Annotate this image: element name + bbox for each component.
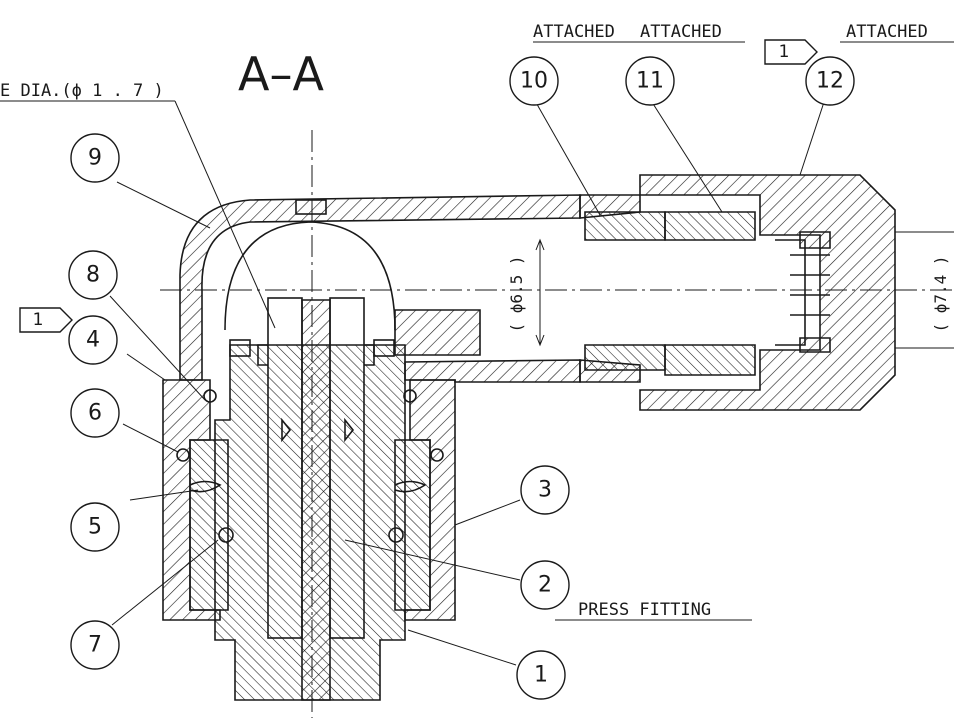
svg-text:9: 9 [88,146,102,171]
attached-note-11: ATTACHED [640,22,722,42]
svg-text:11: 11 [636,69,664,94]
o-rings [176,389,444,543]
svg-text:3: 3 [538,478,552,503]
dia-note: E DIA.(ϕ 1 . 7 ) [0,81,164,101]
svg-text:1: 1 [779,42,790,62]
balloon-9: 9 [70,133,120,183]
contact-insert [214,297,406,701]
cable-gland [579,174,896,411]
coupling-nut [162,379,456,621]
balloon-10: 10 [509,56,559,106]
press-fitting-note: PRESS FITTING [578,600,711,620]
svg-text:4: 4 [86,328,100,353]
svg-text:1: 1 [33,310,44,330]
balloon-3: 3 [520,465,570,515]
balloon-5: 5 [70,502,120,552]
section-title: A–A [238,47,324,101]
inner-dia-label: ( ϕ6.5 ) [507,255,526,332]
svg-text:2: 2 [538,573,552,598]
balloon-7: 7 [70,620,120,670]
revision-flag-right: 1 [764,39,818,65]
balloon-8: 8 [68,250,118,300]
svg-text:8: 8 [86,263,100,288]
balloon-11: 11 [625,56,675,106]
attached-note-12: ATTACHED [846,22,928,42]
svg-text:5: 5 [88,515,102,540]
svg-text:7: 7 [88,633,102,658]
balloon-6: 6 [70,388,120,438]
outer-dia-label: ( ϕ7.4 ) [931,255,950,332]
balloon-1: 1 [516,650,566,700]
svg-text:10: 10 [520,69,548,94]
leader-lines [109,98,826,666]
balloon-4: 4 [68,315,118,365]
dia-note-leader [174,100,276,329]
svg-text:6: 6 [88,401,102,426]
balloon-2: 2 [520,560,570,610]
balloon-12: 12 [805,56,855,106]
attached-note-10: ATTACHED [533,22,615,42]
svg-text:12: 12 [816,69,844,94]
svg-text:1: 1 [534,663,548,688]
revision-flag-left: 1 [19,307,73,333]
